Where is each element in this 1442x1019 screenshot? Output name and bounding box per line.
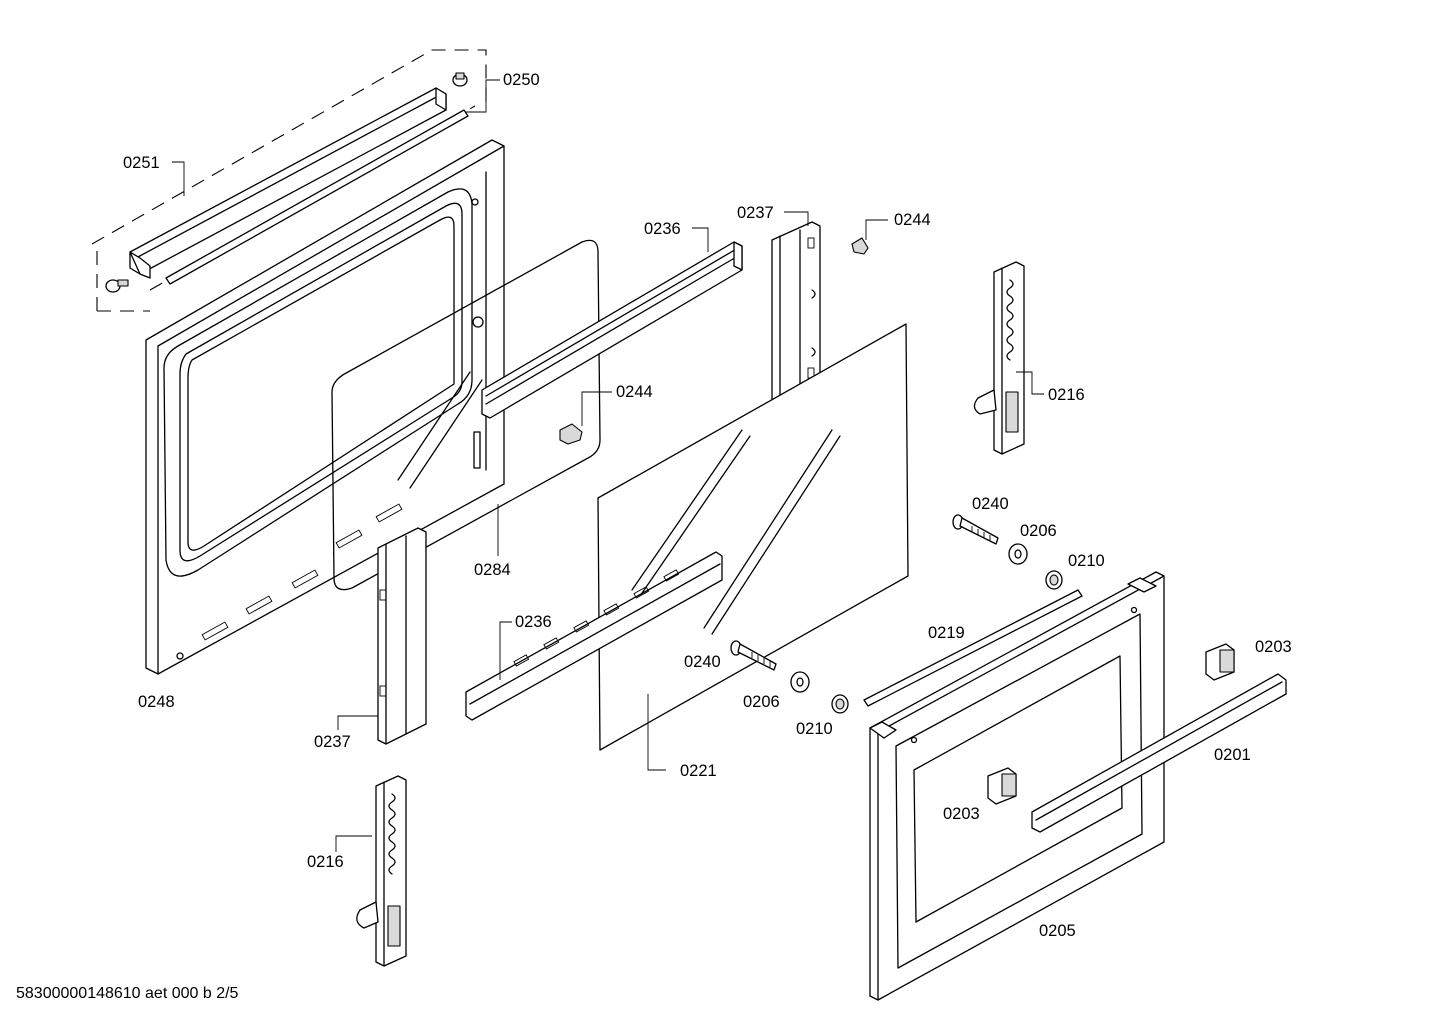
part-0206-washer-top bbox=[1008, 543, 1028, 565]
label-0237-top: 0237 bbox=[737, 204, 774, 222]
label-0206-top: 0206 bbox=[1020, 522, 1057, 540]
label-0251: 0251 bbox=[123, 154, 160, 172]
label-0236-top: 0236 bbox=[644, 220, 681, 238]
label-0206-bottom: 0206 bbox=[743, 693, 780, 711]
label-0203-left: 0203 bbox=[943, 805, 980, 823]
part-0210-cap-bottom bbox=[831, 694, 849, 714]
part-0244-clip-top bbox=[851, 237, 869, 255]
part-0284-glass-pane bbox=[331, 239, 601, 591]
label-0216-right: 0216 bbox=[1048, 386, 1085, 404]
part-0251-rail bbox=[129, 87, 447, 279]
label-0244-top: 0244 bbox=[894, 211, 931, 229]
part-0240-screw-top bbox=[952, 514, 999, 545]
label-0210-top: 0210 bbox=[1068, 552, 1105, 570]
part-0203-cap-right bbox=[1205, 643, 1235, 681]
label-0240-top: 0240 bbox=[972, 495, 1009, 513]
label-0219: 0219 bbox=[928, 624, 965, 642]
label-0216-bottom: 0216 bbox=[307, 853, 344, 871]
part-0237-bottom-support bbox=[377, 527, 427, 745]
part-0240-screw-bottom bbox=[730, 640, 777, 671]
part-0219-strip bbox=[863, 589, 1083, 707]
screw-top-right bbox=[452, 72, 468, 87]
part-0210-cap-top bbox=[1045, 570, 1063, 590]
label-0248: 0248 bbox=[138, 693, 175, 711]
label-0240-bottom: 0240 bbox=[684, 653, 721, 671]
label-0284: 0284 bbox=[474, 561, 511, 579]
label-0237-bottom: 0237 bbox=[314, 733, 351, 751]
label-0210-bottom: 0210 bbox=[796, 720, 833, 738]
document-id: 58300000148610 aet 000 b 2/5 bbox=[16, 985, 239, 1002]
part-0201-handle bbox=[1031, 673, 1287, 833]
part-0205-outer-door bbox=[869, 571, 1165, 1001]
part-0244-clip-mid bbox=[559, 423, 583, 445]
part-0250-strip bbox=[165, 109, 469, 285]
part-0236-top-profile bbox=[481, 241, 743, 419]
part-0206-washer-bottom bbox=[790, 671, 810, 693]
label-0221: 0221 bbox=[680, 762, 717, 780]
screw-bottom-left bbox=[105, 279, 129, 293]
label-0236-bottom: 0236 bbox=[515, 613, 552, 631]
label-0244-mid: 0244 bbox=[616, 383, 653, 401]
part-0203-cap-left bbox=[987, 767, 1017, 805]
leader-lines bbox=[172, 79, 1044, 852]
part-0216-hinge-bottom bbox=[356, 775, 407, 967]
part-0236-bottom-profile bbox=[465, 551, 723, 721]
part-0221-main-glass bbox=[597, 323, 909, 751]
part-labels: 0250 0251 0236 0237 0244 0244 0216 0284 … bbox=[123, 71, 1292, 940]
label-0201: 0201 bbox=[1214, 746, 1251, 764]
label-0205: 0205 bbox=[1039, 922, 1076, 940]
label-0203-right: 0203 bbox=[1255, 638, 1292, 656]
label-0250: 0250 bbox=[503, 71, 540, 89]
part-0216-hinge-right bbox=[973, 261, 1025, 455]
